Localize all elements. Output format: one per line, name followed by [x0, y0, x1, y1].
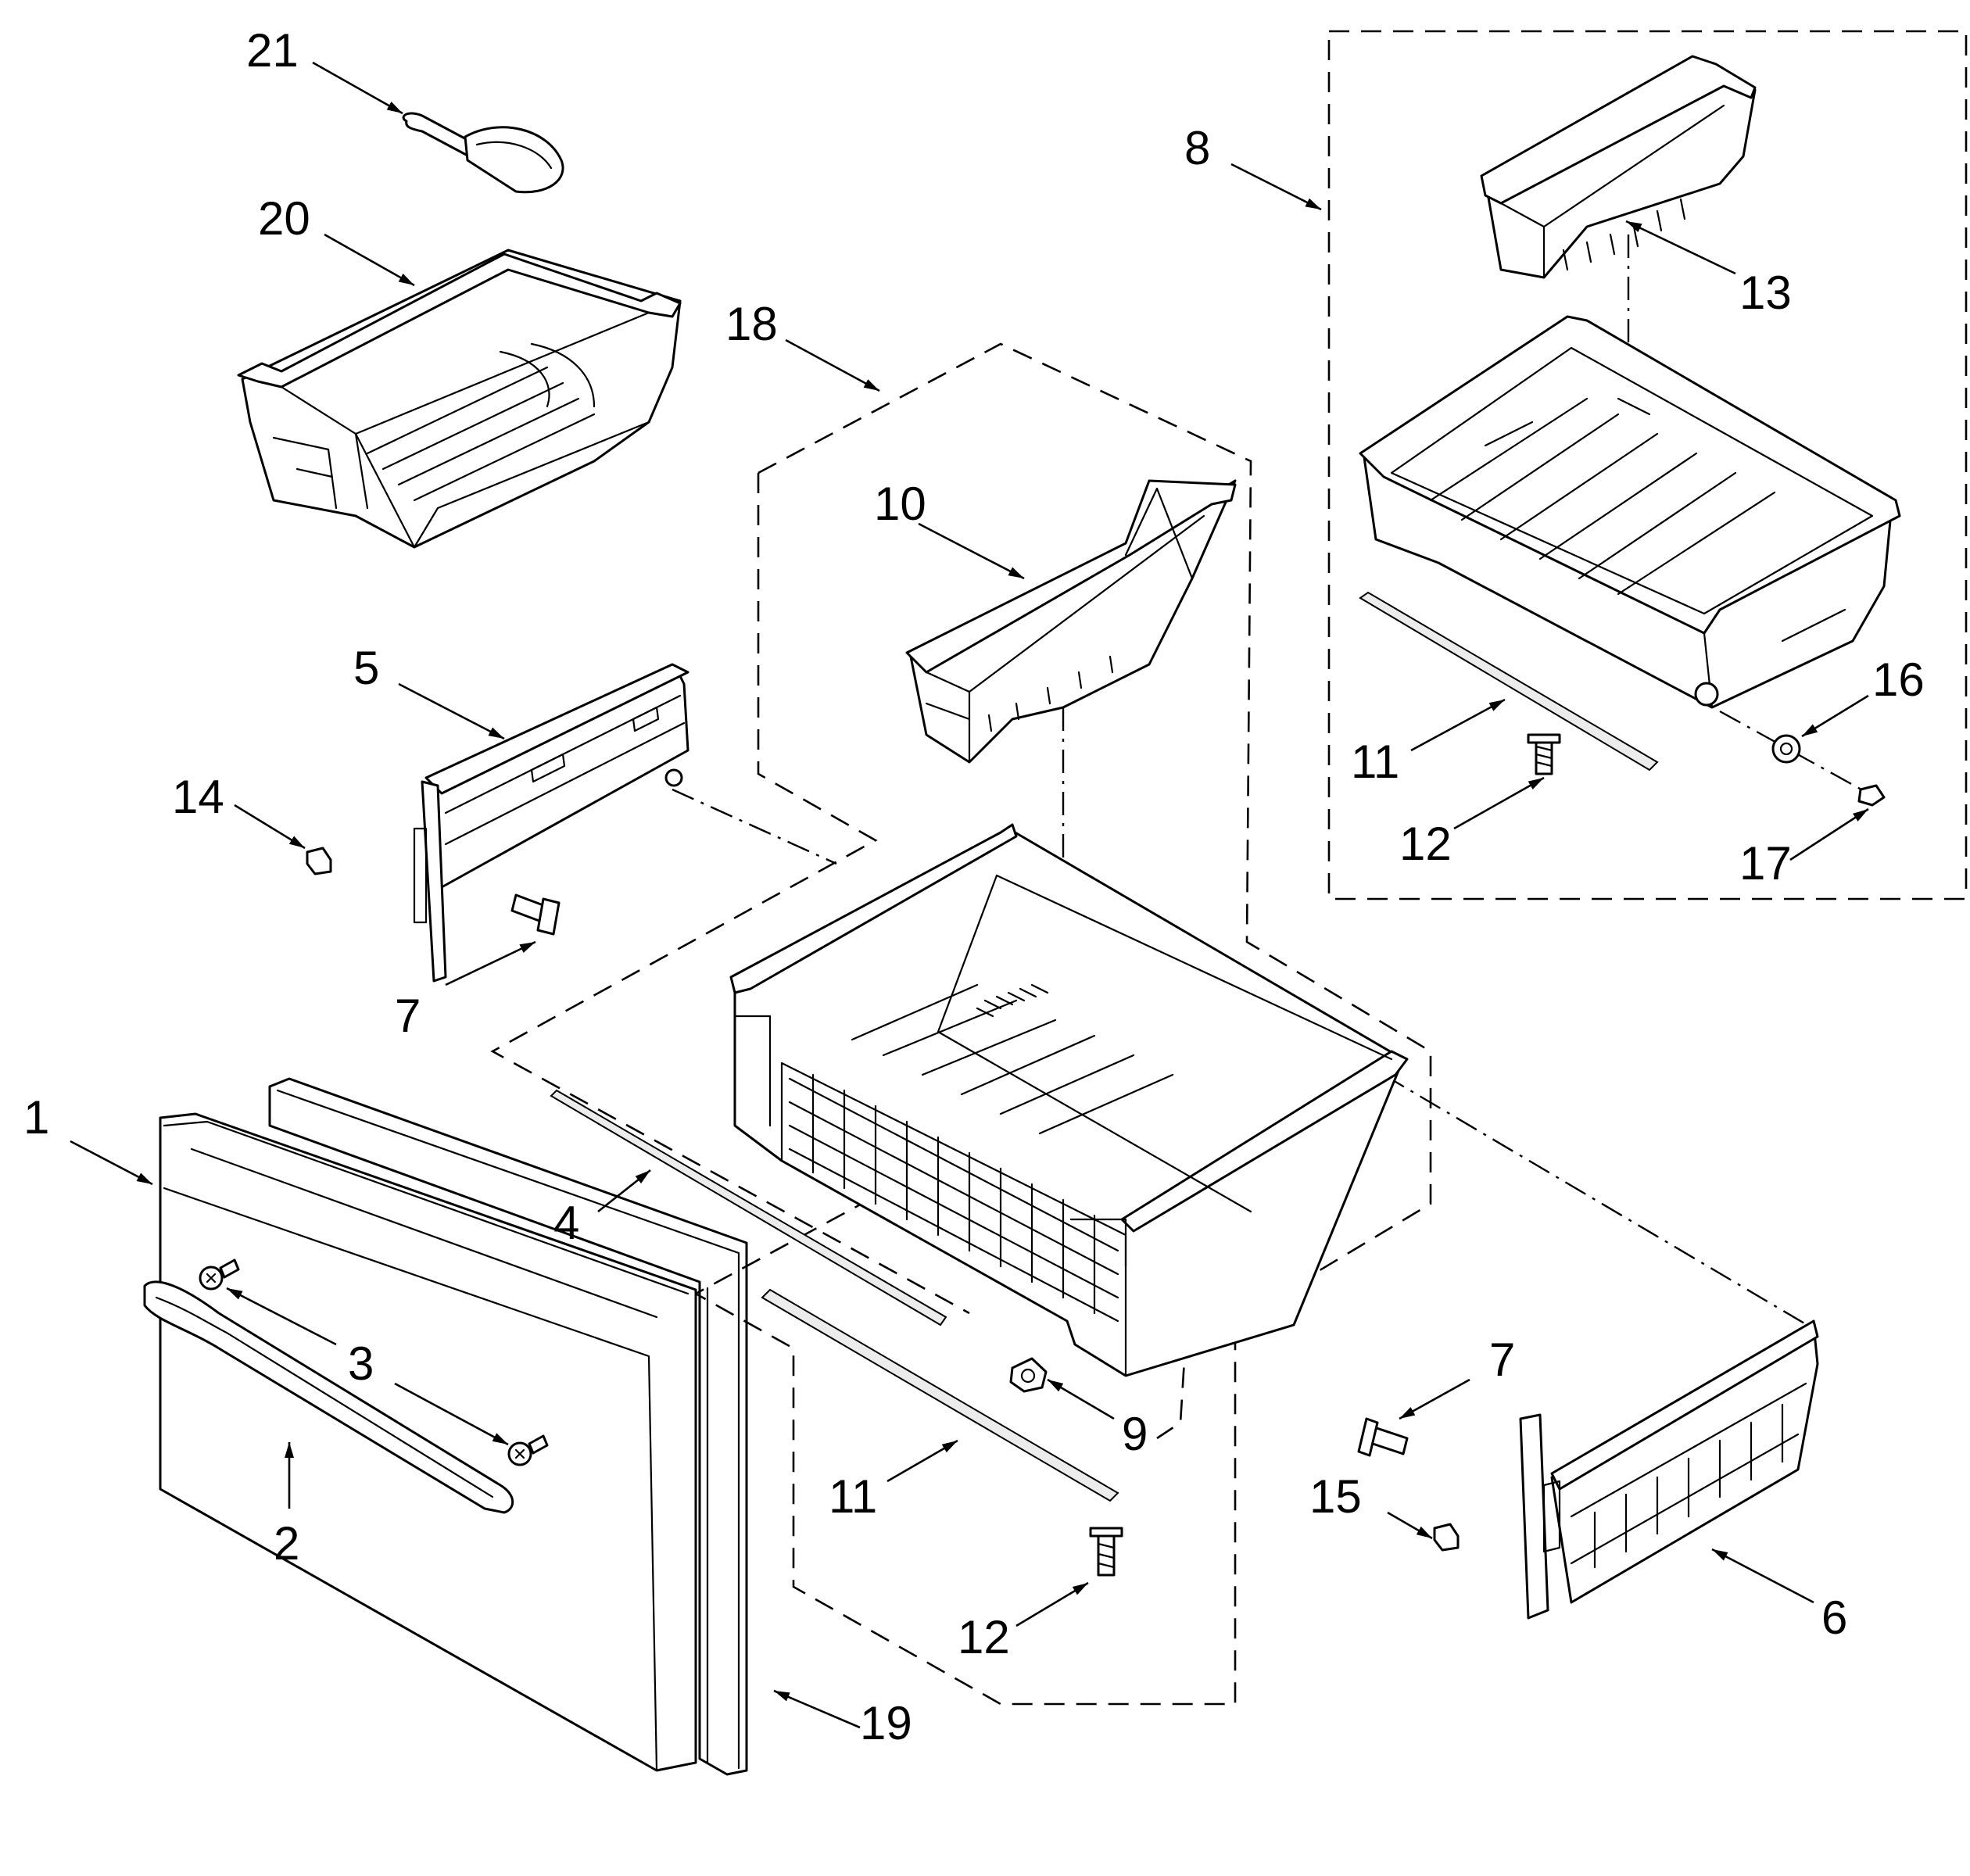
callout-17: 17	[1739, 837, 1792, 890]
basket-screw-part	[1089, 1527, 1123, 1577]
assembly-boundary-18-lower	[490, 473, 970, 1315]
callout-numbers: 21 20 8 13 18 10 5 14 7 1 4 3 2 19 9 11 …	[23, 24, 1925, 1749]
right-slide-screw-part	[1357, 1417, 1409, 1457]
callout-7-right: 7	[1489, 1334, 1515, 1386]
crisper-drawer-part	[1359, 315, 1901, 709]
callout-10: 10	[874, 478, 926, 530]
basket-rail-part	[761, 1288, 1119, 1502]
callout-21: 21	[246, 24, 299, 77]
left-slide-screw-part	[510, 893, 561, 936]
freezer-basket-part	[729, 823, 1409, 1377]
wheel-part	[1771, 734, 1801, 764]
leader-arrows	[70, 61, 1869, 1729]
callout-5: 5	[353, 642, 379, 694]
callout-13: 13	[1739, 267, 1792, 319]
callout-2: 2	[274, 1517, 299, 1570]
callout-7-left: 7	[395, 990, 421, 1042]
center-line-slide-left	[672, 788, 837, 865]
callout-16: 16	[1872, 653, 1925, 706]
callout-11-lower: 11	[829, 1470, 877, 1523]
callout-20: 20	[258, 192, 310, 245]
callout-15: 15	[1309, 1470, 1362, 1523]
callout-12-upper: 12	[1399, 818, 1452, 870]
right-clip-part	[1433, 1523, 1460, 1552]
ice-bin-part	[237, 249, 682, 549]
door-handle-part	[143, 1280, 514, 1514]
callout-9: 9	[1122, 1408, 1148, 1460]
right-slide-part	[1519, 1319, 1819, 1620]
callout-1: 1	[23, 1091, 49, 1144]
left-slide-part	[413, 663, 690, 983]
callout-18: 18	[725, 298, 778, 350]
callout-19: 19	[860, 1697, 912, 1749]
door-gasket-part	[268, 1077, 748, 1776]
door-rail-part	[550, 1089, 947, 1326]
assembly-boundary-8	[1327, 30, 1968, 900]
crisper-screw-part	[1527, 733, 1561, 775]
utility-bin-part	[1480, 55, 1757, 279]
handle-screw-upper-part	[199, 1258, 240, 1291]
left-clip-part	[306, 847, 332, 875]
callout-14: 14	[172, 771, 224, 823]
handle-screw-lower-part	[507, 1434, 549, 1466]
axle-part	[1857, 784, 1886, 807]
callout-3: 3	[348, 1337, 374, 1390]
callout-12-lower: 12	[958, 1611, 1010, 1663]
deli-bin-part	[905, 479, 1237, 764]
crisper-rail-part	[1359, 591, 1659, 772]
roller-part	[1009, 1357, 1048, 1393]
ice-scoop-part	[402, 112, 564, 194]
callout-11-upper: 11	[1351, 736, 1399, 788]
callout-4: 4	[553, 1197, 579, 1249]
callout-6: 6	[1821, 1591, 1847, 1644]
center-line-glide	[1383, 1073, 1814, 1330]
callout-8: 8	[1184, 122, 1210, 174]
